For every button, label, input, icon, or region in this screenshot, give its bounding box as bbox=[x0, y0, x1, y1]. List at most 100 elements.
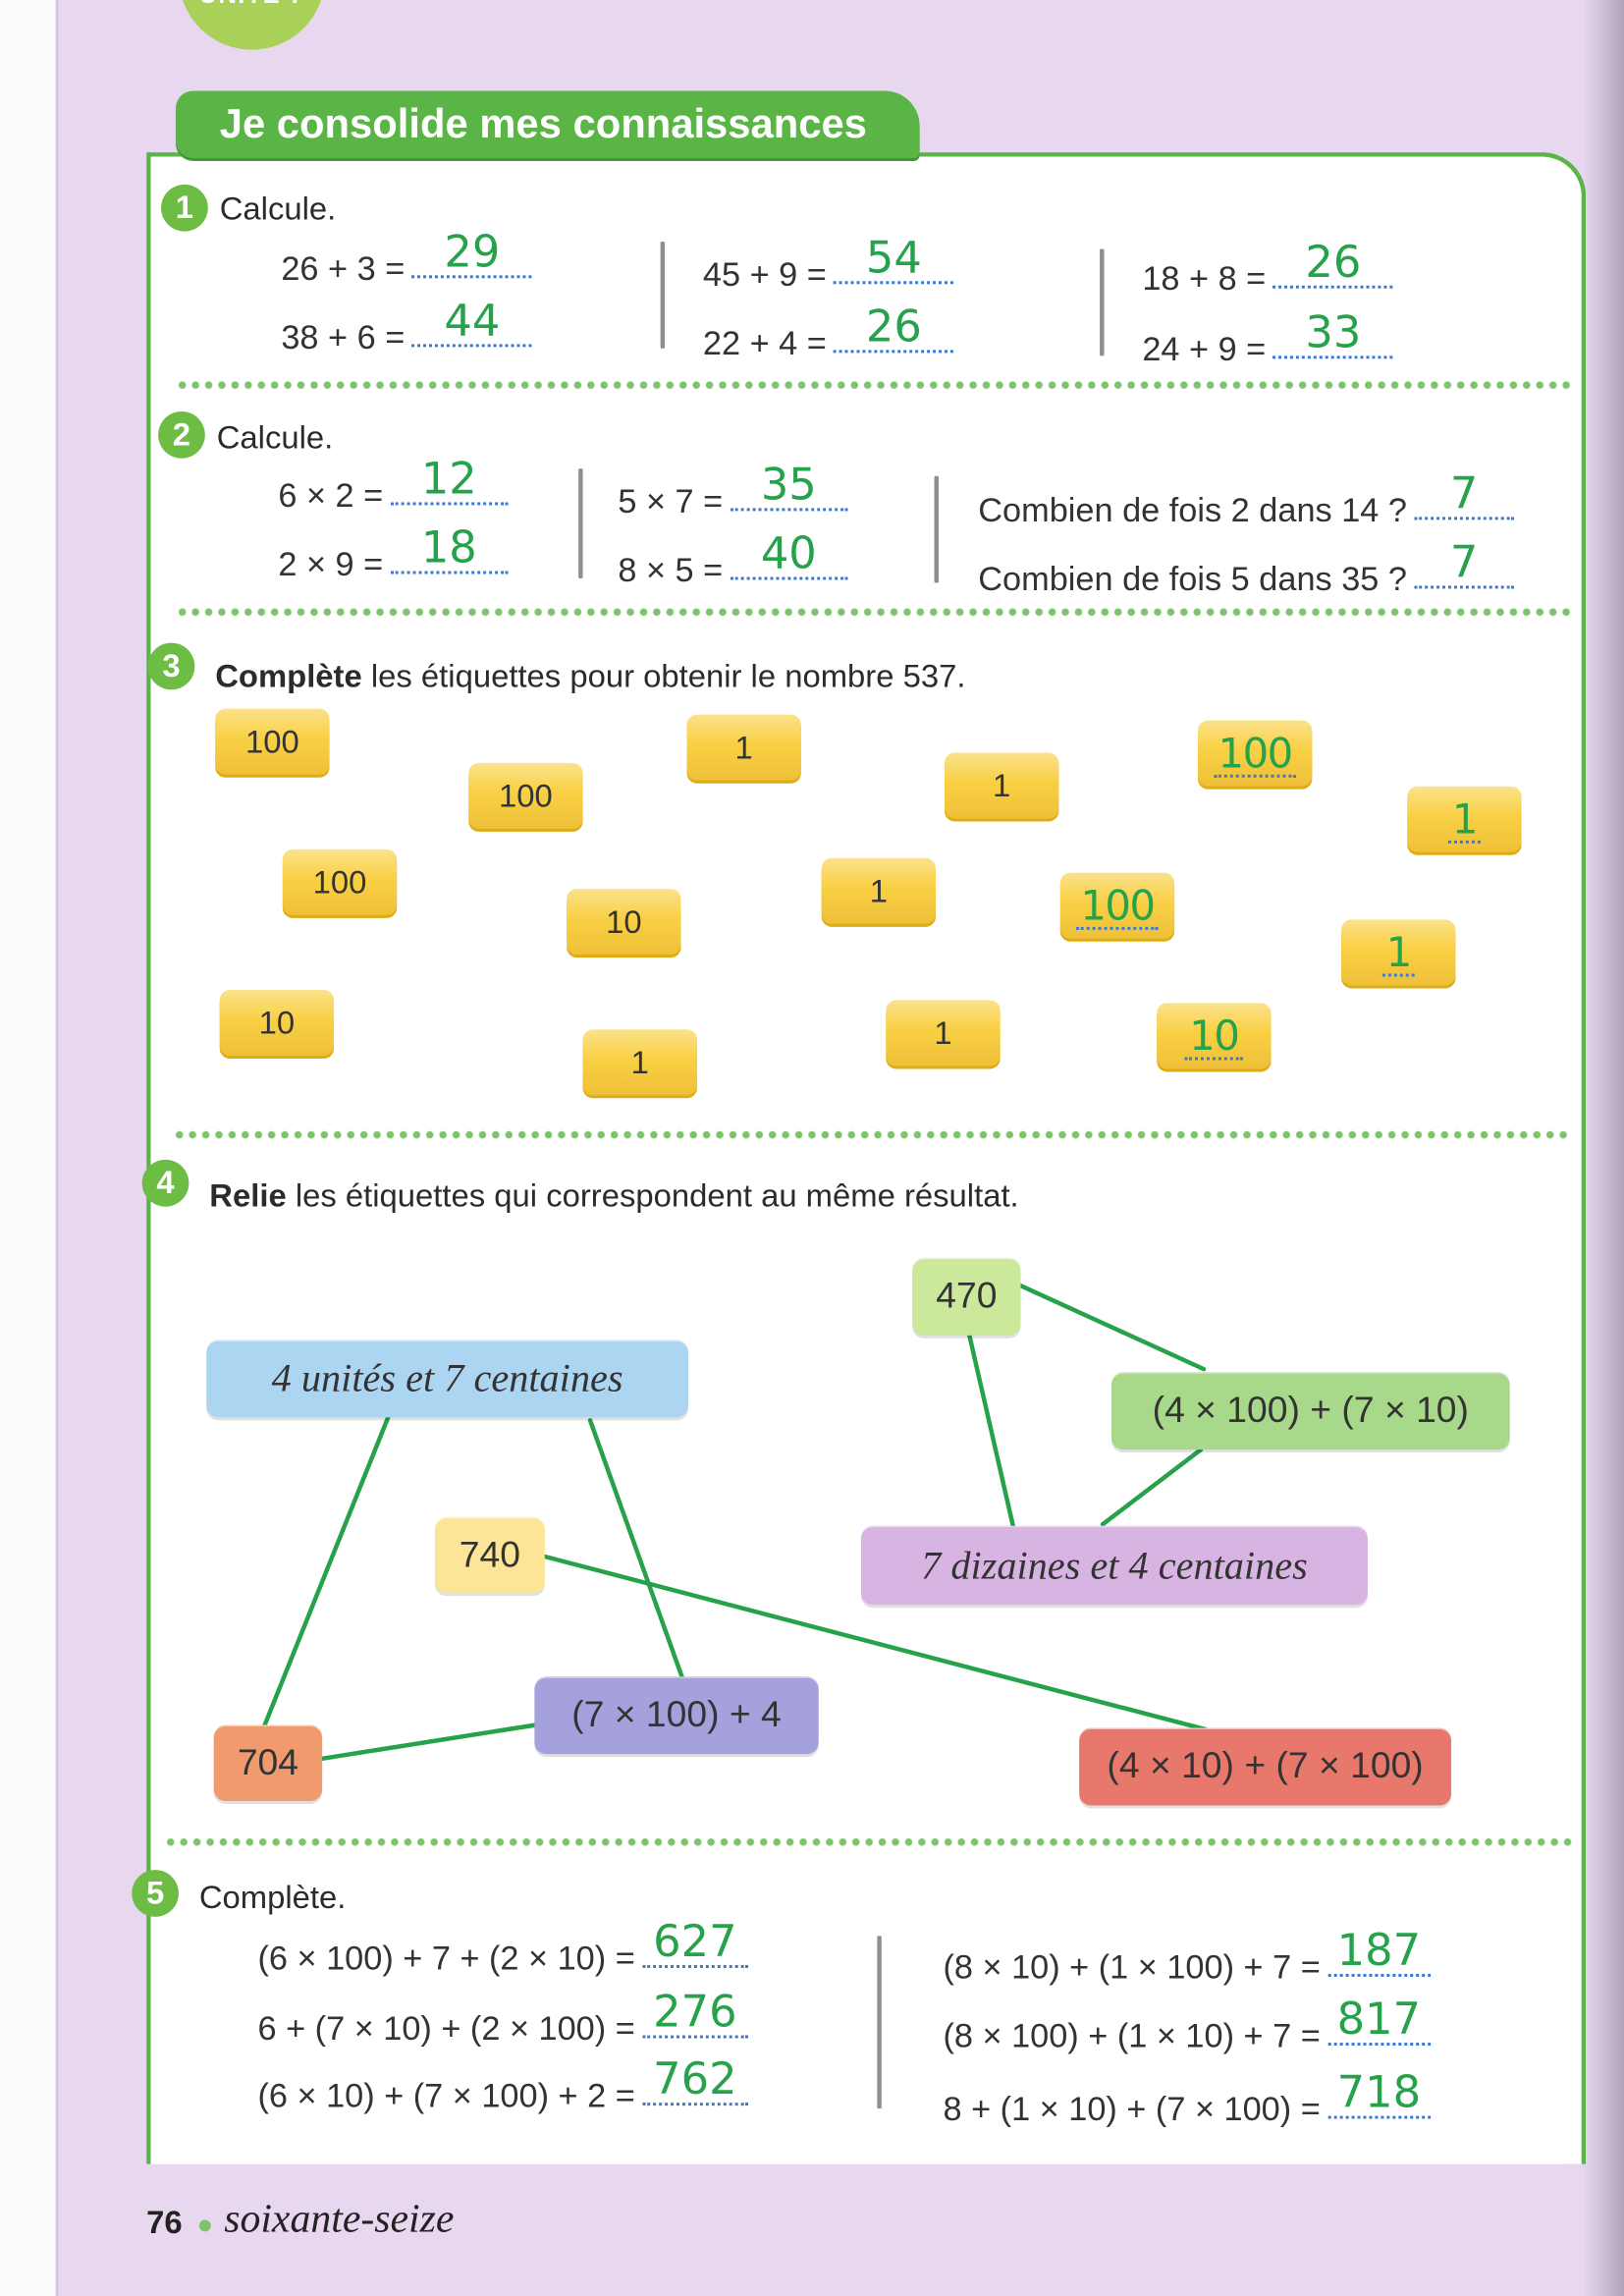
link-4-unites-7-centaines-to-7x100-plus-4 bbox=[587, 1418, 685, 1681]
column-divider bbox=[1100, 248, 1105, 356]
number-tag-filled: 1 bbox=[1341, 919, 1456, 986]
dotted-separator bbox=[172, 1130, 1570, 1140]
equation-expression: (6 × 100) + 7 + (2 × 10) = bbox=[257, 1939, 635, 1977]
match-tag-470: 470 bbox=[912, 1257, 1021, 1336]
exercise-1-equation-2: 38 + 6 = 44 bbox=[281, 299, 533, 355]
column-divider bbox=[578, 468, 583, 578]
handwritten-answer: 54 bbox=[834, 237, 954, 285]
number-tag: 100 bbox=[215, 708, 330, 775]
handwritten-answer: 762 bbox=[642, 2058, 748, 2106]
number-tag: 100 bbox=[468, 762, 583, 829]
exercise-2-instruction: Calcule. bbox=[216, 418, 334, 456]
column-divider bbox=[877, 1936, 882, 2109]
exercise-2-number: 2 bbox=[158, 410, 205, 459]
equation-expression: 45 + 9 = bbox=[702, 254, 827, 294]
tag-value: 1 bbox=[934, 1013, 952, 1051]
handwritten-answer: 7 bbox=[1414, 541, 1514, 589]
number-tag: 1 bbox=[821, 857, 937, 924]
tag-value: 10 bbox=[606, 902, 642, 940]
match-tag-4x100-plus-7x10: (4 × 100) + (7 × 10) bbox=[1110, 1372, 1510, 1450]
equation-expression: (8 × 10) + (1 × 100) + 7 = bbox=[943, 1947, 1321, 1986]
exercise-5-equation-1: (6 × 100) + 7 + (2 × 10) = 627 bbox=[257, 1920, 748, 1977]
handwritten-answer: 276 bbox=[642, 1991, 748, 2039]
dotted-separator bbox=[164, 1837, 1575, 1847]
tag-value: 100 bbox=[499, 777, 553, 814]
handwritten-answer: 7 bbox=[1414, 472, 1514, 520]
footer-bullet bbox=[198, 2219, 211, 2232]
question-text: Combien de fois 2 dans 14 ? bbox=[978, 490, 1407, 529]
equation-expression: (6 × 10) + (7 × 100) + 2 = bbox=[257, 2076, 635, 2115]
exercise-3-instruction: Complète les étiquettes pour obtenir le … bbox=[215, 657, 965, 695]
exercise-1-equation-3: 45 + 9 = 54 bbox=[703, 236, 954, 292]
handwritten-answer: 718 bbox=[1327, 2071, 1431, 2119]
exercise-5-equation-4: (8 × 10) + (1 × 100) + 7 = 187 bbox=[943, 1929, 1431, 1986]
handwritten-answer: 40 bbox=[730, 532, 847, 580]
exercise-5-instruction: Complète. bbox=[198, 1879, 347, 1916]
number-tag-filled: 1 bbox=[1407, 786, 1522, 852]
section-title: Je consolide mes connaissances bbox=[219, 100, 867, 147]
page-left-margin bbox=[0, 0, 59, 2296]
handwritten-tag-value: 10 bbox=[1184, 1014, 1243, 1060]
section-title-tab: Je consolide mes connaissances bbox=[175, 90, 920, 159]
number-tag-filled: 100 bbox=[1197, 720, 1313, 787]
tag-value: 1 bbox=[734, 728, 753, 766]
handwritten-answer: 35 bbox=[730, 464, 847, 512]
instruction-verb: Complète bbox=[215, 657, 362, 694]
number-tag: 1 bbox=[582, 1029, 697, 1096]
link-470-to-4x100-plus-7x10 bbox=[1018, 1283, 1207, 1372]
equation-expression: 2 × 9 = bbox=[278, 544, 384, 583]
equation-expression: 5 × 7 = bbox=[618, 481, 724, 520]
page-binding-shadow bbox=[1583, 0, 1624, 2296]
handwritten-tag-value: 1 bbox=[1381, 931, 1416, 976]
exercise-5-equation-3: (6 × 10) + (7 × 100) + 2 = 762 bbox=[257, 2057, 748, 2115]
exercise-1-equation-5: 18 + 8 = 26 bbox=[1142, 241, 1393, 296]
link-4-unites-7-centaines-to-704 bbox=[261, 1415, 391, 1730]
number-tag: 100 bbox=[282, 848, 398, 915]
exercise-2-equation-1: 6 × 2 = 12 bbox=[278, 457, 508, 513]
exercise-5-equation-2: 6 + (7 × 10) + (2 × 100) = 276 bbox=[257, 1990, 748, 2046]
exercise-4-instruction: Relie les étiquettes qui correspondent a… bbox=[209, 1177, 1018, 1216]
dotted-separator bbox=[175, 380, 1575, 390]
tag-value: 1 bbox=[869, 871, 888, 909]
handwritten-answer: 26 bbox=[1272, 241, 1393, 289]
exercise-3-number: 3 bbox=[147, 642, 195, 690]
exercise-4-number: 4 bbox=[141, 1159, 189, 1207]
link-4x100-plus-7x10-to-7-dizaines-4-centaines bbox=[1100, 1447, 1204, 1527]
link-470-to-7-dizaines-4-centaines bbox=[967, 1333, 1016, 1530]
instruction-text: les étiquettes pour obtenir le nombre 53… bbox=[361, 657, 966, 694]
question-text: Combien de fois 5 dans 35 ? bbox=[978, 559, 1407, 598]
number-tag-filled: 10 bbox=[1157, 1003, 1272, 1069]
match-tag-4-unites-7-centaines: 4 unités et 7 centaines bbox=[206, 1339, 688, 1418]
equation-expression: 26 + 3 = bbox=[281, 248, 406, 288]
handwritten-tag-value: 100 bbox=[1214, 733, 1297, 778]
match-tag-7-dizaines-4-centaines: 7 dizaines et 4 centaines bbox=[860, 1525, 1368, 1606]
instruction-text: les étiquettes qui correspondent au même… bbox=[286, 1176, 1019, 1215]
handwritten-answer: 187 bbox=[1327, 1929, 1431, 1977]
number-tag: 1 bbox=[886, 1000, 1001, 1066]
exercise-5-equation-5: (8 × 100) + (1 × 10) + 7 = 817 bbox=[943, 1997, 1431, 2053]
handwritten-answer: 627 bbox=[642, 1921, 748, 1968]
exercise-2-equation-4: 8 × 5 = 40 bbox=[618, 531, 847, 587]
exercise-2-equation-3: 5 × 7 = 35 bbox=[618, 463, 847, 519]
column-divider bbox=[934, 475, 940, 583]
match-tag-4x10-plus-7x100: (4 × 10) + (7 × 100) bbox=[1079, 1727, 1452, 1806]
tag-value: 1 bbox=[993, 766, 1011, 803]
number-tag: 1 bbox=[686, 714, 801, 781]
equation-expression: 24 + 9 = bbox=[1142, 329, 1267, 368]
number-tag: 10 bbox=[219, 989, 335, 1057]
link-704-to-7x100-plus-4 bbox=[319, 1722, 539, 1762]
exercise-2-question-2: Combien de fois 5 dans 35 ? 7 bbox=[978, 540, 1514, 596]
tag-value: 100 bbox=[245, 722, 299, 760]
exercise-1-equation-1: 26 + 3 = 29 bbox=[281, 230, 533, 288]
handwritten-tag-value: 100 bbox=[1075, 885, 1160, 930]
tag-value: 1 bbox=[630, 1043, 649, 1080]
exercise-2-question-1: Combien de fois 2 dans 14 ? 7 bbox=[978, 471, 1514, 527]
unit-badge-label: UNITÉ 7 bbox=[179, 0, 325, 10]
dotted-separator bbox=[175, 607, 1575, 617]
handwritten-tag-value: 1 bbox=[1447, 798, 1482, 844]
handwritten-answer: 44 bbox=[411, 300, 533, 348]
exercise-5-equation-6: 8 + (1 × 10) + (7 × 100) = 718 bbox=[943, 2070, 1431, 2128]
equation-expression: 8 + (1 × 10) + (7 × 100) = bbox=[943, 2089, 1321, 2128]
